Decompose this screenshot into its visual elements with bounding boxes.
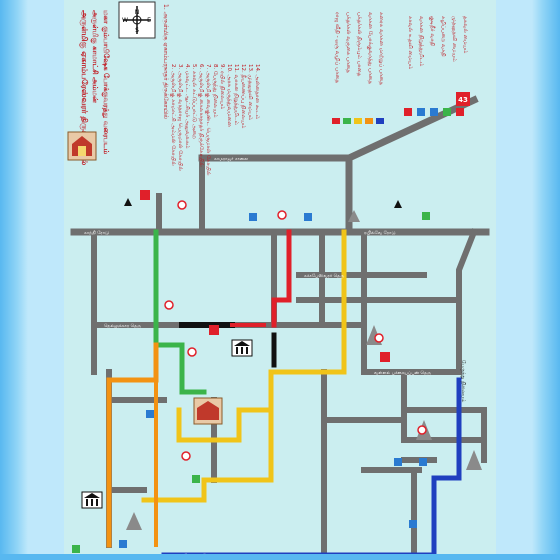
toilet-icon bbox=[192, 475, 200, 483]
places-legend-item: 8. பேருந்து நிலையம் bbox=[212, 64, 219, 118]
compass-south: S bbox=[135, 27, 139, 34]
parking-icon bbox=[304, 213, 312, 221]
symbol-legend-label: தகவல் மையம் bbox=[462, 16, 468, 54]
police-icon bbox=[177, 200, 187, 210]
places-legend-item: 4. மாவட்ட ஆட்சியர் அலுவலகம் bbox=[184, 64, 190, 149]
parking-icon bbox=[417, 108, 425, 116]
route-green bbox=[153, 229, 207, 395]
road-label: வள்ளல் பச்சையப்பன் தெரு bbox=[374, 370, 432, 376]
places-legend-item: 5. காவல் கட்டுப்பாட்டு அறை bbox=[191, 64, 198, 139]
symbol-legend-label: காவல் உதவி மையம் bbox=[407, 16, 413, 70]
police-icon bbox=[277, 210, 287, 220]
water-icon bbox=[119, 540, 127, 548]
toilet-icon bbox=[422, 212, 430, 220]
road-label: காந்தி ரோடு bbox=[84, 230, 110, 236]
police-icon bbox=[417, 425, 427, 435]
building-icon bbox=[231, 339, 253, 357]
legend-swatch-orange bbox=[365, 118, 373, 124]
places-legend-item: 2. அருள்மிகு காமாட்சி அம்மன் கோயில் bbox=[169, 64, 177, 166]
bottom-border bbox=[0, 554, 560, 560]
police-icon bbox=[164, 300, 174, 310]
places-legend-item: 1. அருள்மிகு ஏகாம்பரநாதர் திருக்கோயில் bbox=[161, 4, 169, 119]
title-block: அருள்மிகு ஏகாம்பரேஸ்வரர் திருக்கோயில் அர… bbox=[78, 10, 110, 166]
badge-number: 43 bbox=[458, 96, 468, 104]
places-legend-item: 7. அருள்மிகு வைகுண்ட பெருமாள் கோயில் bbox=[204, 64, 212, 176]
water-icon bbox=[146, 410, 154, 418]
compass-north: N bbox=[135, 9, 140, 16]
road-label: பேருந்து நிலையம் bbox=[460, 360, 466, 402]
legend-swatch-blue bbox=[376, 118, 384, 124]
legend-swatch-red bbox=[332, 118, 340, 124]
map-canvas: அருள்மிகு ஏகாம்பரேஸ்வரர் திருக்கோயில் அர… bbox=[67, 1, 490, 559]
fire-icon bbox=[394, 200, 402, 208]
legend-swatch-green bbox=[343, 118, 351, 124]
places-legend-item: 9. ரயில் நிலையம் bbox=[219, 64, 225, 110]
symbol-legend-label: குடிநீர் வசதி bbox=[428, 16, 436, 47]
tower-icon bbox=[126, 512, 142, 530]
places-legend: 1. அருள்மிகு ஏகாம்பரநாதர் திருக்கோயில் 2… bbox=[161, 4, 260, 176]
road-label: ரயில்வே ரோடு bbox=[364, 230, 396, 236]
road-lower-vertical-b bbox=[401, 369, 487, 443]
toilet-icon bbox=[443, 108, 451, 116]
road-label: கச்சபேஸ்வரர் தெரு bbox=[304, 273, 345, 279]
hospital-icon bbox=[380, 352, 390, 362]
police-icon bbox=[181, 451, 191, 461]
temple-emblem-icon bbox=[67, 131, 97, 161]
number-badge: 43 bbox=[456, 92, 470, 106]
legend-swatch-yellow bbox=[354, 118, 362, 124]
water-icon bbox=[430, 108, 438, 116]
routes-legend: ராஜ வீதி - ஒரு வழிப் பாதை பக்தர்கள் வருக… bbox=[332, 12, 384, 124]
police-icon bbox=[374, 333, 384, 343]
route-legend-label: பக்தர்கள் வருகை பாதை bbox=[345, 12, 351, 73]
route-legend-label: கனரக வாகன மாற்றுப் பாதை bbox=[378, 12, 384, 85]
road-label: காமராஜர் சாலை bbox=[214, 157, 248, 162]
police-icon bbox=[404, 108, 412, 116]
building-icon bbox=[81, 491, 103, 509]
tower-icon bbox=[348, 210, 360, 222]
places-legend-item: 3. அருள்மிகு வரதராஜ பெருமாள் கோயில் bbox=[176, 64, 184, 171]
route-red bbox=[271, 229, 292, 328]
route-legend-label: ராஜ வீதி - ஒரு வழிப் பாதை bbox=[334, 12, 341, 83]
police-icon bbox=[187, 347, 197, 357]
compass-east: E bbox=[147, 17, 151, 24]
parking-icon bbox=[249, 213, 257, 221]
places-legend-item: 12. தீயணைப்பு நிலையம் bbox=[240, 64, 247, 129]
compass-west: W bbox=[122, 17, 128, 24]
traffic-route-map: அருள்மிகு ஏகாம்பரேஸ்வரர் திருக்கோயில் அர… bbox=[64, 0, 496, 560]
road-left-loop bbox=[91, 229, 157, 328]
places-legend-item: 11. வாகன நிறுத்துமிடம் bbox=[233, 64, 239, 126]
road-label: நெல்லுக்கார தெரு bbox=[104, 323, 142, 329]
first-aid-icon bbox=[456, 108, 464, 116]
compass-icon: N E S W bbox=[118, 1, 156, 39]
places-legend-item: 10. அரசு மருத்துவமனை bbox=[226, 64, 232, 128]
symbols-legend: காவல் உதவி மையம் வாகன நிறுத்துமிடம் குடி… bbox=[404, 16, 468, 116]
title-line-1: அருள்மிகு ஏகாம்பரேஸ்வரர் திருக்கோயில் bbox=[78, 10, 89, 166]
fire-icon bbox=[124, 198, 132, 206]
symbol-legend-label: கழிப்பறை வசதி bbox=[440, 16, 446, 57]
title-line-2: அருள்மிகு காமாட்சி அம்மன் bbox=[89, 10, 99, 103]
toilet-icon bbox=[72, 545, 80, 553]
parking-icon bbox=[394, 458, 402, 466]
title-line-3: மகா கும்பாபிஷேக போக்குவரத்து வரைபடம் bbox=[100, 10, 110, 155]
map-markers bbox=[72, 190, 482, 553]
route-yellow-loop bbox=[176, 407, 274, 443]
places-legend-item: 14. அன்னதான கூடம் bbox=[254, 64, 260, 120]
water-icon bbox=[409, 520, 417, 528]
route-orange bbox=[106, 342, 159, 548]
symbol-legend-label: வாகன நிறுத்துமிடம் bbox=[418, 16, 424, 67]
parking-icon bbox=[419, 458, 427, 466]
road-lower-cross-b bbox=[406, 407, 487, 463]
route-overlays bbox=[106, 229, 462, 558]
tower-icon bbox=[466, 450, 482, 470]
road-far-right bbox=[456, 228, 478, 375]
places-legend-item: 13. முதலுதவி மையம் bbox=[247, 64, 253, 121]
route-yellow-main bbox=[141, 229, 347, 503]
places-legend-item: 6. அருள்மிகு கைலாசநாதர் திருக்கோயில் bbox=[197, 64, 205, 167]
hospital-icon bbox=[140, 190, 150, 200]
symbol-legend-label: முதலுதவி மையம் bbox=[451, 16, 457, 62]
hospital-icon bbox=[209, 325, 219, 335]
route-legend-label: பக்தர்கள் திரும்பும் பாதை bbox=[356, 12, 362, 77]
route-legend-label: வாகன போக்குவரத்து பாதை bbox=[366, 12, 374, 84]
temple-icon bbox=[193, 397, 223, 425]
